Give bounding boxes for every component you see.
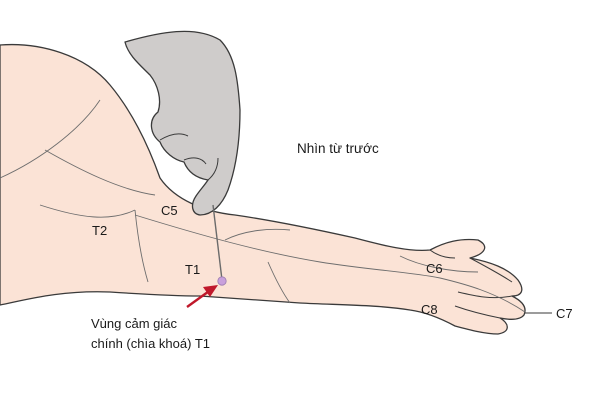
arm-silhouette	[0, 43, 526, 335]
dermatome-boundary-t2-vertical	[134, 209, 149, 283]
thumb-line	[429, 249, 456, 259]
examiner-finger-line	[159, 133, 189, 141]
dermatome-boundary-c6	[399, 255, 479, 273]
key-sensory-caption-line2: chính (chìa khoá) T1	[91, 336, 210, 351]
dermatome-boundary-shoulder	[0, 99, 101, 179]
dermatome-boundary-elbow	[224, 228, 291, 241]
pin-contact-point	[217, 276, 227, 286]
finger-line	[457, 291, 513, 299]
examiner-finger-line	[207, 157, 219, 181]
examiner-finger-line	[183, 157, 207, 165]
finger-line	[454, 305, 501, 319]
dermatome-label-c7: C7	[556, 306, 573, 321]
dermatome-boundary-midline	[134, 214, 441, 279]
key-sensory-caption-line1: Vùng cảm giác	[91, 316, 177, 331]
key-area-arrowhead	[203, 285, 218, 297]
examiner-hand	[124, 30, 241, 216]
view-label: Nhìn từ trước	[297, 141, 379, 156]
pin	[212, 204, 223, 281]
dermatome-label-c5: C5	[161, 203, 178, 218]
dermatome-label-c6: C6	[426, 261, 443, 276]
dermatome-boundary-upper	[44, 149, 156, 196]
dermatome-boundary-c7	[439, 277, 526, 313]
dermatome-boundary-forearm	[267, 261, 291, 304]
dermatome-label-t1: T1	[185, 262, 200, 277]
dermatome-label-t2: T2	[92, 223, 107, 238]
dermatome-boundary-t2	[39, 204, 136, 218]
finger-line	[469, 257, 513, 283]
dermatome-label-c8: C8	[421, 302, 438, 317]
